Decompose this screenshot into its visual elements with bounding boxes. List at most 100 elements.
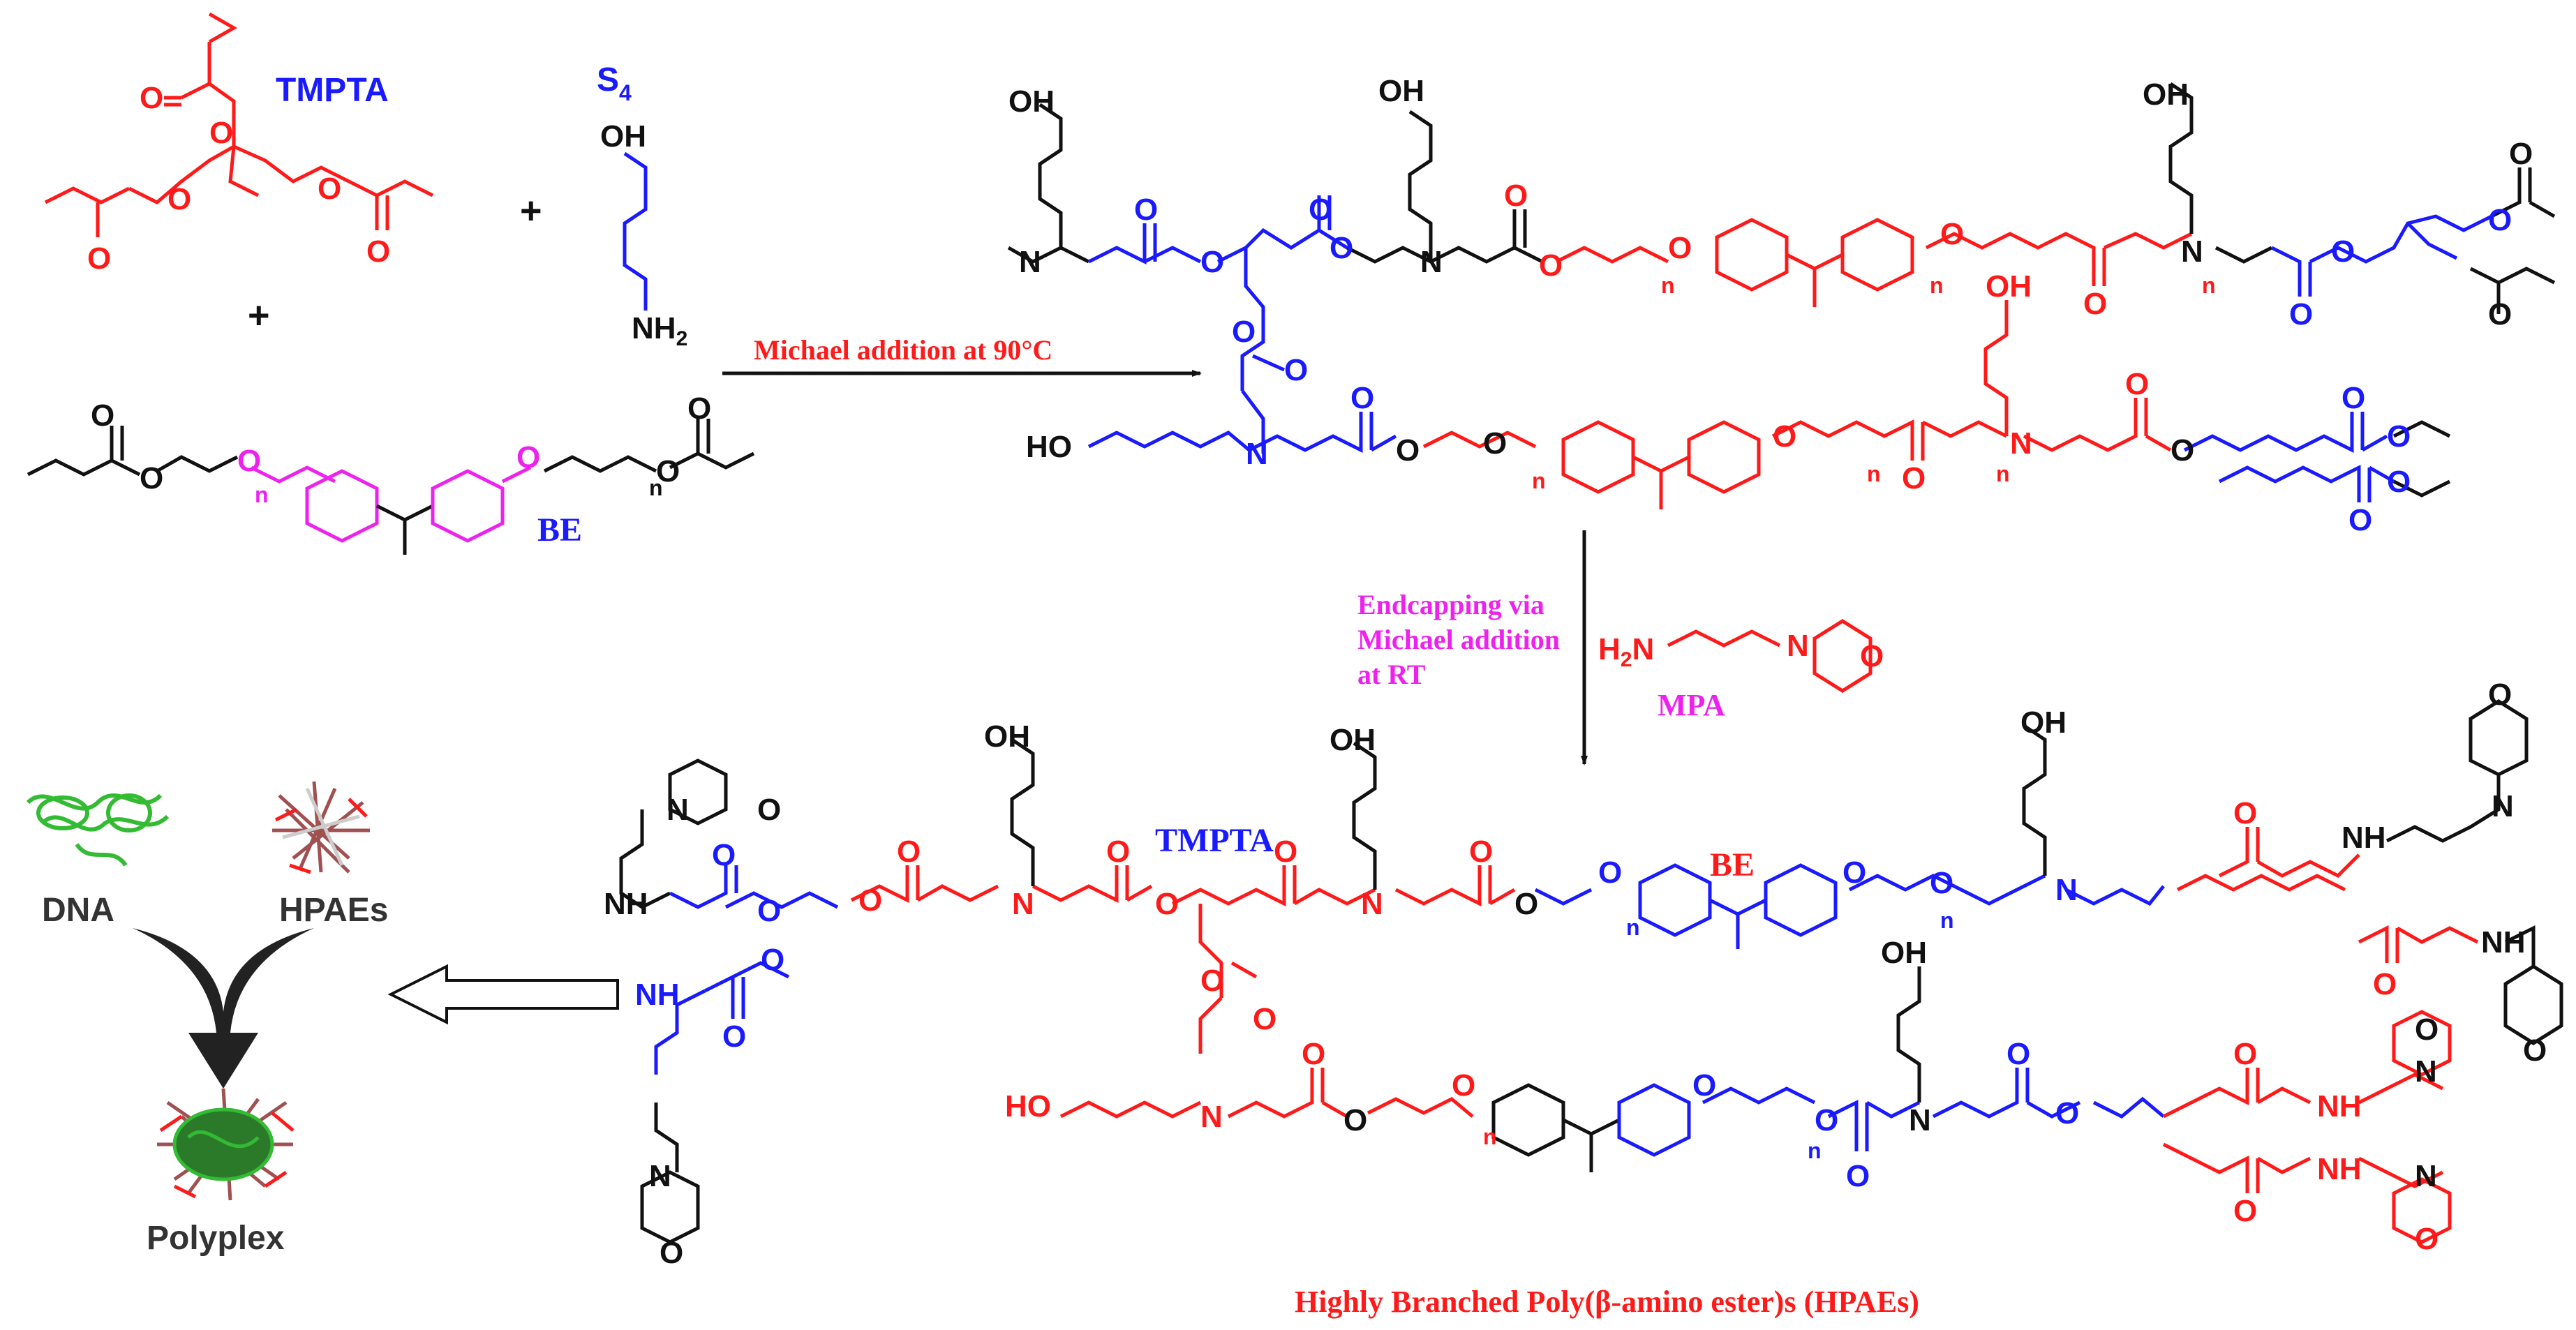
svg-text:OH: OH (1008, 84, 1055, 119)
svg-text:O: O (1469, 835, 1493, 869)
s4-label: S4 (597, 61, 632, 105)
plus-sign-2: + (248, 294, 270, 336)
svg-text:O: O (2233, 1037, 2257, 1071)
svg-text:N: N (1361, 887, 1383, 921)
svg-text:N: N (2492, 789, 2514, 823)
svg-text:N: N (1420, 245, 1443, 279)
svg-text:n: n (649, 475, 663, 500)
merge-arrow (133, 928, 314, 1089)
mpa-molecule (1667, 619, 1873, 693)
svg-text:N: N (1012, 887, 1034, 921)
be-label: BE (537, 511, 582, 548)
svg-text:O: O (1815, 1103, 1838, 1137)
svg-text:n: n (1940, 908, 1954, 933)
svg-text:O: O (2233, 796, 2257, 830)
svg-text:O: O (2342, 381, 2365, 415)
svg-text:O: O (1902, 461, 1926, 495)
svg-text:O: O (1343, 1103, 1367, 1137)
tmpta-o-2: O (209, 116, 233, 150)
s4-molecule (623, 151, 648, 311)
tmpta-atoms: O O O O O O (87, 81, 390, 276)
svg-text:n: n (1661, 273, 1675, 298)
svg-text:O: O (656, 454, 680, 488)
svg-text:O: O (1284, 353, 1308, 387)
svg-text:O: O (1860, 639, 1884, 673)
svg-text:OH: OH (2143, 77, 2189, 112)
svg-text:n: n (255, 482, 269, 507)
svg-text:n: n (2202, 273, 2216, 298)
polyplex-label: Polyplex (147, 1220, 285, 1257)
tmpta-o-1: O (140, 81, 163, 115)
svg-text:N: N (2010, 426, 2032, 461)
svg-text:N: N (649, 1159, 671, 1193)
svg-text:O: O (1514, 887, 1538, 921)
svg-text:O: O (2171, 433, 2194, 468)
svg-text:O: O (2233, 1194, 2257, 1228)
hpaes-illustration (272, 781, 370, 874)
svg-text:NH: NH (2317, 1089, 2362, 1123)
svg-text:O: O (1330, 231, 1353, 265)
svg-text:O: O (2331, 234, 2355, 269)
svg-text:O: O (722, 1019, 746, 1054)
svg-text:NH: NH (2342, 821, 2386, 855)
svg-text:O: O (1504, 179, 1528, 213)
svg-text:O: O (1200, 245, 1224, 279)
svg-text:O: O (2523, 1033, 2547, 1068)
hollow-arrow (387, 964, 619, 1025)
svg-text:OH: OH (1330, 723, 1376, 757)
svg-text:O: O (140, 461, 163, 495)
svg-text:O: O (1846, 1159, 1870, 1193)
svg-text:O: O (757, 894, 781, 928)
svg-text:OH: OH (984, 719, 1030, 754)
svg-text:O: O (1692, 1068, 1716, 1103)
svg-text:O: O (2055, 1096, 2079, 1130)
svg-text:O: O (757, 793, 781, 827)
reaction-2-label-line3: at RT (1357, 659, 1426, 690)
tmpta-molecule (44, 12, 434, 237)
svg-text:OH: OH (2020, 705, 2067, 740)
svg-text:OH: OH (1986, 269, 2032, 304)
intermediate-atoms: OH OH OH N N N O O O O O O O O O O O O O… (1008, 74, 2533, 537)
svg-text:n: n (1626, 915, 1640, 940)
svg-text:O: O (2125, 367, 2149, 401)
svg-text:n: n (1808, 1138, 1822, 1163)
intermediate-polymer (1007, 82, 2556, 509)
svg-text:O: O (237, 444, 261, 478)
svg-text:N: N (2415, 1054, 2437, 1089)
polyplex-illustration (157, 1088, 295, 1201)
svg-text:N: N (2055, 873, 2078, 907)
svg-text:O: O (2387, 419, 2411, 454)
svg-text:NH: NH (2481, 925, 2526, 959)
svg-text:n: n (1867, 461, 1881, 486)
svg-text:O: O (2488, 678, 2512, 712)
svg-text:NH: NH (604, 887, 648, 921)
svg-text:O: O (2387, 465, 2411, 499)
svg-text:O: O (712, 838, 736, 872)
svg-text:O: O (2488, 297, 2512, 331)
svg-text:O: O (2007, 1037, 2030, 1071)
svg-text:O: O (1598, 855, 1622, 890)
tmpta-label: TMPTA (276, 72, 389, 109)
be-molecule (27, 419, 755, 555)
svg-text:O: O (2083, 287, 2107, 321)
svg-text:O: O (660, 1236, 683, 1270)
svg-text:O: O (1842, 855, 1866, 890)
svg-text:n: n (1930, 273, 1944, 298)
svg-text:N: N (1246, 437, 1268, 471)
svg-text:N: N (2415, 1159, 2437, 1193)
svg-text:O: O (2348, 503, 2372, 537)
svg-text:O: O (1773, 419, 1796, 454)
svg-text:N: N (1787, 629, 1809, 663)
be-atoms: O O O O O O n n (91, 391, 711, 507)
product-title: Highly Branched Poly(β-amino ester)s (HP… (1295, 1285, 1919, 1319)
svg-text:O: O (1350, 381, 1374, 415)
tmpta-o-4: O (318, 172, 341, 206)
svg-text:O: O (1668, 231, 1692, 265)
svg-text:O: O (1274, 835, 1297, 869)
dna-illustration (26, 793, 170, 867)
plus-sign-1: + (520, 190, 542, 232)
svg-text:O: O (2415, 1222, 2439, 1256)
svg-text:O: O (858, 883, 882, 918)
svg-text:O: O (1134, 193, 1158, 227)
